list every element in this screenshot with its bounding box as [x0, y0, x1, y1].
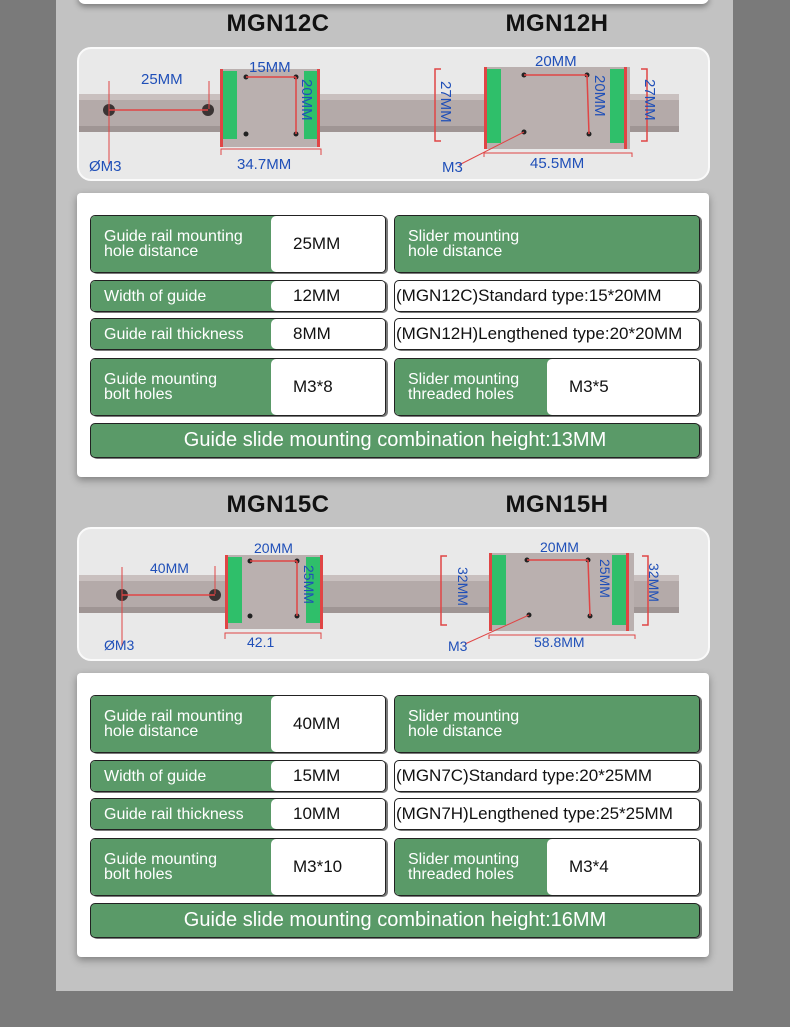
- spec-value: 15MM: [271, 761, 385, 791]
- previous-card-edge: [78, 0, 709, 4]
- model-title-left: MGN12C: [226, 10, 330, 37]
- spec-label: Width of guide: [91, 761, 279, 791]
- spec-rail-hole-distance: Guide rail mounting hole distance 25MM: [90, 215, 386, 273]
- dim-width-right: 27MM: [641, 79, 658, 121]
- dim-thread: M3: [442, 159, 463, 176]
- label-line2: hole distance: [104, 243, 199, 260]
- model-title-left: MGN15C: [226, 491, 330, 518]
- spec-value: M3*8: [271, 359, 385, 415]
- spec-rail-hole-distance: Guide rail mounting hole distance 40MM: [90, 695, 386, 753]
- dim-hole-diameter: ØM3: [89, 158, 122, 175]
- spec-lengthened-type: (MGN12H)Lengthened type:20*20MM: [394, 318, 700, 350]
- spec-slider-hole-distance: Slider mounting hole distance: [394, 215, 700, 273]
- spec-rail-thickness: Guide rail thickness 8MM: [90, 318, 386, 350]
- label-line1: Slider mounting: [408, 371, 520, 388]
- dim-slider-length-h: 45.5MM: [530, 155, 585, 172]
- label-line2: hole distance: [104, 723, 199, 740]
- dim-slider-hole-height-h: 25MM: [597, 559, 613, 598]
- spec-value: M3*5: [547, 359, 699, 415]
- dim-slider-hole-height-h: 20MM: [591, 75, 608, 117]
- spec-lengthened-type: (MGN7H)Lengthened type:25*25MM: [394, 798, 700, 830]
- dim-rail-hole-distance: 25MM: [141, 71, 183, 88]
- dim-width-right: 32MM: [646, 563, 662, 602]
- dim-hole-diameter: ØM3: [104, 637, 135, 653]
- spec-value: M3*10: [271, 839, 385, 895]
- label-line2: threaded holes: [408, 386, 514, 403]
- spec-threaded-holes: Slider mounting threaded holes M3*4: [394, 838, 700, 896]
- rail-illustration: [79, 67, 679, 166]
- dim-slider-hole-height: 20MM: [298, 79, 315, 121]
- spec-width-of-guide: Width of guide 15MM: [90, 760, 386, 792]
- label-line1: Slider mounting: [408, 708, 520, 725]
- label-line2: hole distance: [408, 243, 503, 260]
- dim-slider-hole-width-h: 20MM: [540, 539, 579, 555]
- spec-value: 40MM: [271, 696, 385, 752]
- dim-thread: M3: [448, 638, 468, 654]
- spec-value: 25MM: [271, 216, 385, 272]
- spec-card: Guide rail mounting hole distance 25MM S…: [77, 193, 709, 477]
- label-line1: Guide mounting: [104, 371, 217, 388]
- label-line2: hole distance: [408, 723, 503, 740]
- model-title-right: MGN12H: [505, 10, 609, 37]
- spec-value: M3*4: [547, 839, 699, 895]
- label-line1: Guide mounting: [104, 851, 217, 868]
- dim-rail-hole-distance: 40MM: [150, 560, 189, 576]
- spec-value: 8MM: [271, 319, 385, 349]
- spec-bolt-holes: Guide mounting bolt holes M3*10: [90, 838, 386, 896]
- dim-slider-hole-height: 25MM: [301, 565, 317, 604]
- spec-width-of-guide: Width of guide 12MM: [90, 280, 386, 312]
- dim-slider-hole-width: 15MM: [249, 59, 291, 76]
- spec-label: Width of guide: [91, 281, 279, 311]
- rail-diagram: 25MM ØM3 15MM 20MM 34.7MM 20MM 20MM 27MM…: [77, 47, 710, 181]
- dim-slider-length-h: 58.8MM: [534, 634, 585, 650]
- label-line1: Slider mounting: [408, 851, 520, 868]
- label-line2: bolt holes: [104, 386, 173, 403]
- dim-slider-length: 42.1: [247, 634, 275, 650]
- spec-threaded-holes: Slider mounting threaded holes M3*5: [394, 358, 700, 416]
- spec-bolt-holes: Guide mounting bolt holes M3*8: [90, 358, 386, 416]
- dim-slider-hole-width-h: 20MM: [535, 53, 577, 70]
- rail-diagram: 40MM ØM3 20MM 25MM 42.1 20MM 25MM 32MM 3…: [77, 527, 710, 661]
- label-line1: Slider mounting: [408, 228, 520, 245]
- spec-standard-type: (MGN7C)Standard type:20*25MM: [394, 760, 700, 792]
- combination-height: Guide slide mounting combination height:…: [90, 903, 700, 938]
- spec-rail-thickness: Guide rail thickness 10MM: [90, 798, 386, 830]
- dim-width-left: 27MM: [437, 81, 454, 123]
- model-title-right: MGN15H: [505, 491, 609, 518]
- label-line1: Guide rail mounting: [104, 708, 243, 725]
- spec-label: Guide rail thickness: [91, 799, 279, 829]
- label-line2: bolt holes: [104, 866, 173, 883]
- spec-value: 12MM: [271, 281, 385, 311]
- dim-width-left: 32MM: [455, 567, 471, 606]
- spec-slider-hole-distance: Slider mounting hole distance: [394, 695, 700, 753]
- dim-slider-length: 34.7MM: [237, 156, 292, 173]
- label-line2: threaded holes: [408, 866, 514, 883]
- spec-card: Guide rail mounting hole distance 40MM S…: [77, 673, 709, 957]
- combination-height: Guide slide mounting combination height:…: [90, 423, 700, 458]
- dim-slider-hole-width: 20MM: [254, 540, 293, 556]
- spec-standard-type: (MGN12C)Standard type:15*20MM: [394, 280, 700, 312]
- spec-label: Guide rail thickness: [91, 319, 279, 349]
- label-line1: Guide rail mounting: [104, 228, 243, 245]
- rail-illustration: [79, 553, 679, 646]
- spec-value: 10MM: [271, 799, 385, 829]
